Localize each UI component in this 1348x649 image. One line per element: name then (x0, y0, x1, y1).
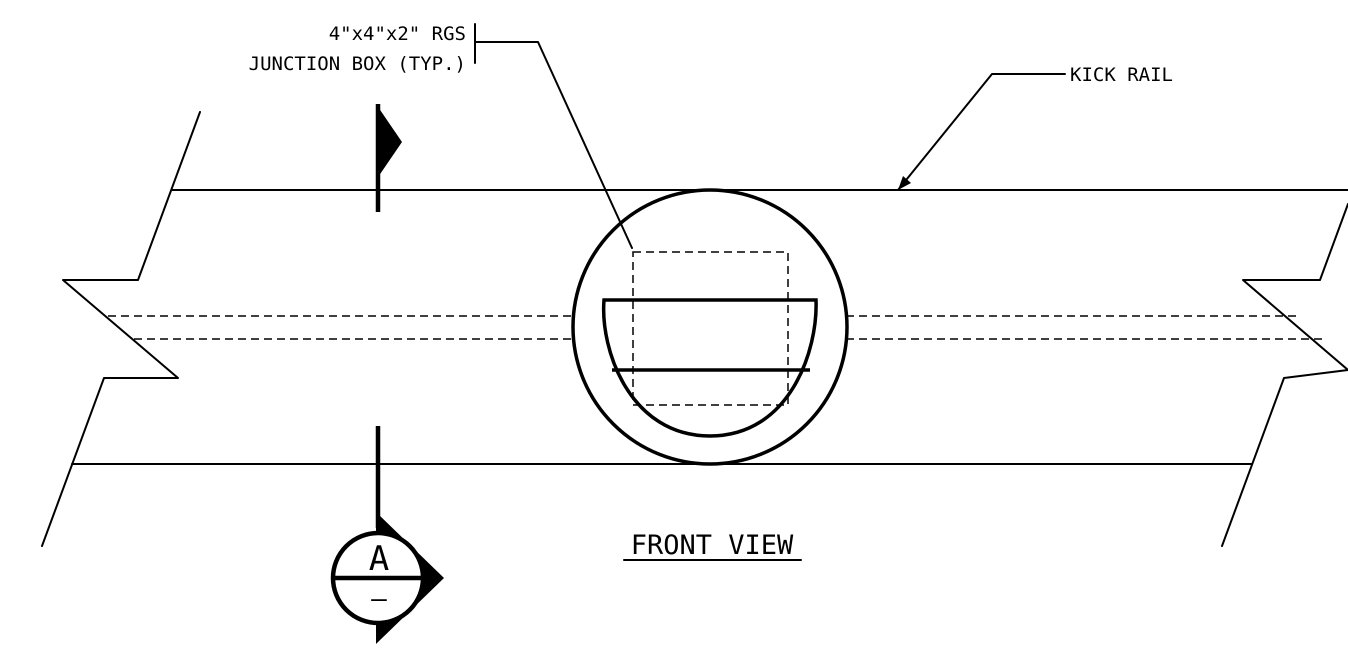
conduit-hidden-lines (108, 315, 1322, 340)
junction-box-label-line1: 4"x4"x2" RGS (329, 23, 466, 45)
section-marker: A – (330, 426, 444, 644)
junction-box-hidden-outline (632, 251, 789, 406)
junction-box-leader (474, 23, 633, 249)
junction-box-label-line2: JUNCTION BOX (TYP.) (249, 53, 466, 75)
view-title-text: FRONT VIEW (631, 530, 794, 561)
section-marker-letter: A (369, 539, 389, 579)
cover-plate (601, 298, 818, 438)
section-cut-top (375, 104, 402, 212)
section-marker-sheet: – (371, 584, 387, 614)
kick-rail-leader (897, 73, 1066, 191)
rail-opening-circle (571, 188, 849, 466)
view-title: FRONT VIEW (623, 530, 802, 561)
kick-rail-label: KICK RAIL (1070, 64, 1173, 86)
kick-rail-body (41, 111, 1348, 547)
